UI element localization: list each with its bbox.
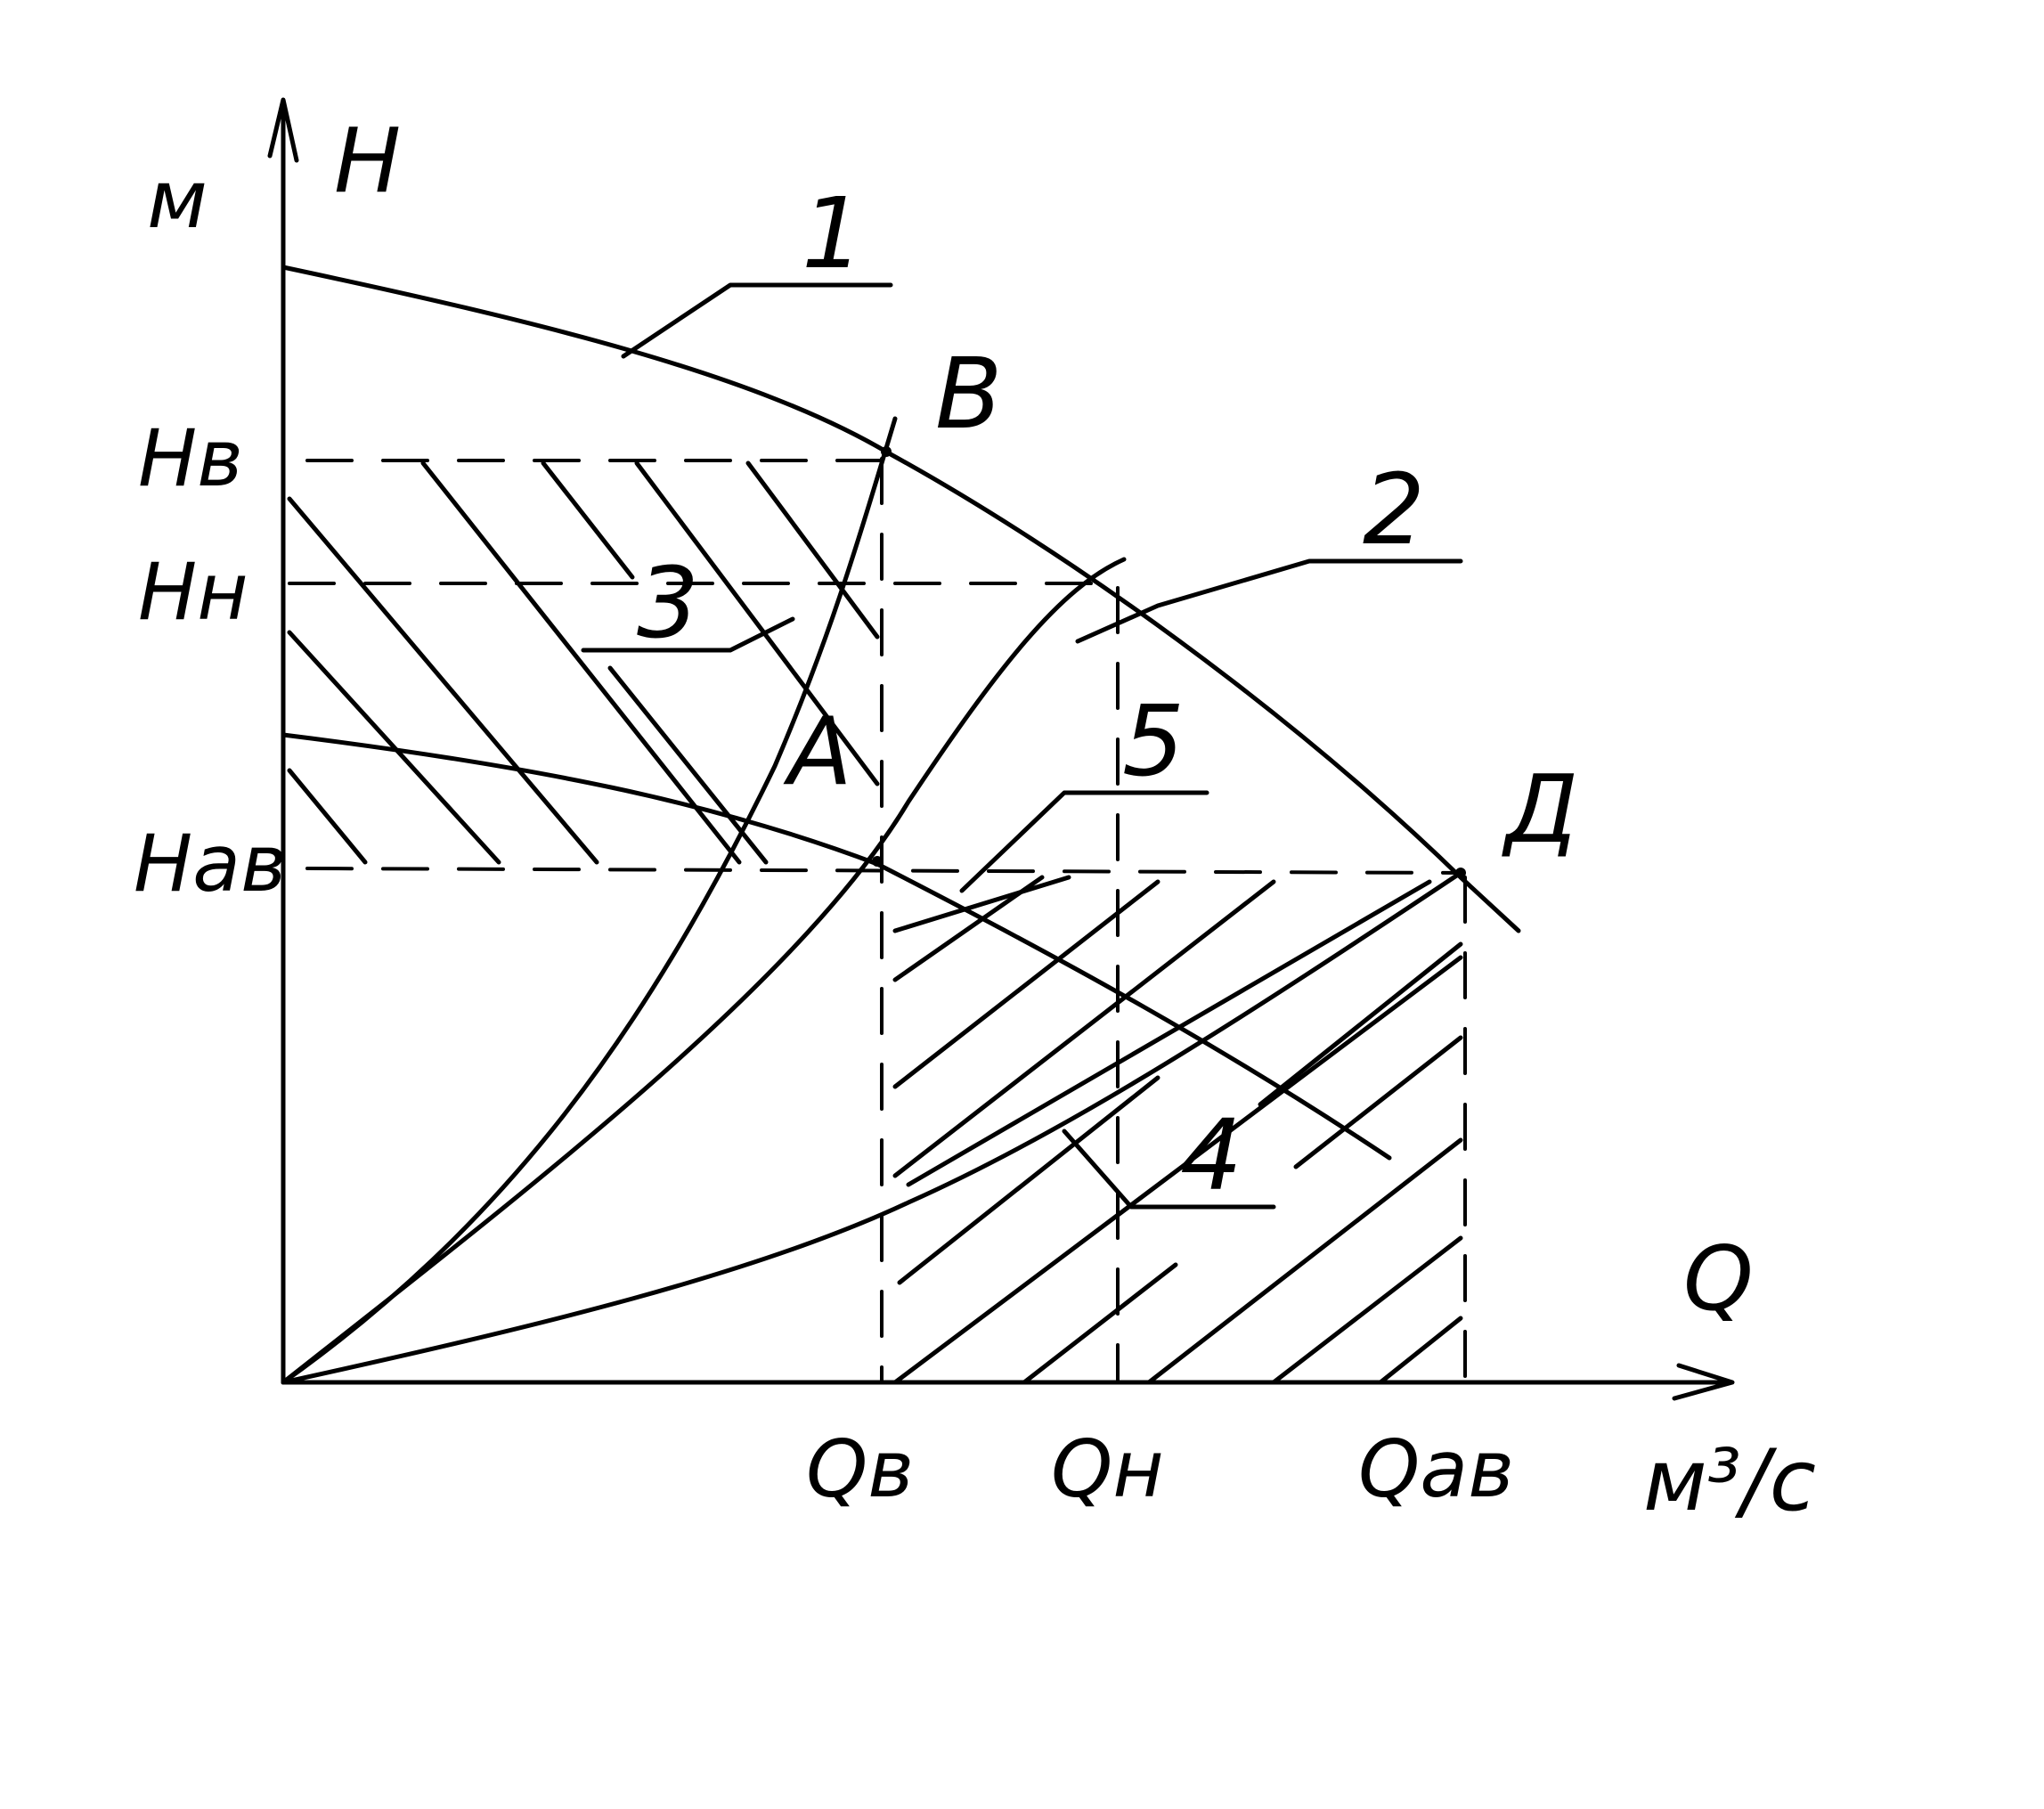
y-axis-name-label: H xyxy=(334,109,401,213)
y-axis-unit-label: м xyxy=(147,153,208,247)
curve-1-pump-characteristic xyxy=(281,265,1521,933)
x-axis-unit-label: м³/с xyxy=(1643,1432,1816,1530)
point-label-b: B xyxy=(935,337,1002,451)
leader-5 xyxy=(959,790,1209,893)
leader-1 xyxy=(621,282,893,359)
leader-2 xyxy=(1075,558,1463,644)
tick-label-q-n: Qн xyxy=(1051,1423,1164,1515)
tick-label-h-v: Hв xyxy=(138,412,243,504)
curve-3-network-characteristic xyxy=(281,416,898,1385)
point-a-marker xyxy=(872,856,883,867)
tick-label-q-v: Qв xyxy=(806,1423,914,1515)
tick-label-h-n: Hн xyxy=(138,546,248,638)
curve-4-network-characteristic xyxy=(281,870,1463,1385)
tick-label-h-av: Hав xyxy=(134,818,287,909)
tick-label-q-av: Qав xyxy=(1358,1423,1514,1515)
curve-label-1: 1 xyxy=(802,176,864,290)
upper-hatch-region xyxy=(287,460,880,865)
point-d-marker xyxy=(1455,868,1466,878)
lower-hatch-region xyxy=(892,875,1463,1385)
point-label-a: A xyxy=(783,697,852,806)
point-label-d: Д xyxy=(1502,755,1578,864)
hatch-boundary-line xyxy=(906,879,1432,1187)
curve-label-3: 3 xyxy=(637,546,699,660)
curve-label-4: 4 xyxy=(1180,1098,1242,1212)
leader-3 xyxy=(581,616,795,653)
curve-2-network-characteristic xyxy=(281,557,1127,1385)
curve-label-5: 5 xyxy=(1122,684,1185,798)
x-axis-arrowhead xyxy=(1672,1363,1735,1401)
axes xyxy=(267,97,1735,1401)
curve-label-2: 2 xyxy=(1363,452,1425,566)
point-b-marker xyxy=(881,446,892,457)
h-av-level-line xyxy=(305,867,1462,875)
x-axis-name-label: Q xyxy=(1683,1226,1754,1331)
y-axis-arrowhead xyxy=(267,97,299,163)
